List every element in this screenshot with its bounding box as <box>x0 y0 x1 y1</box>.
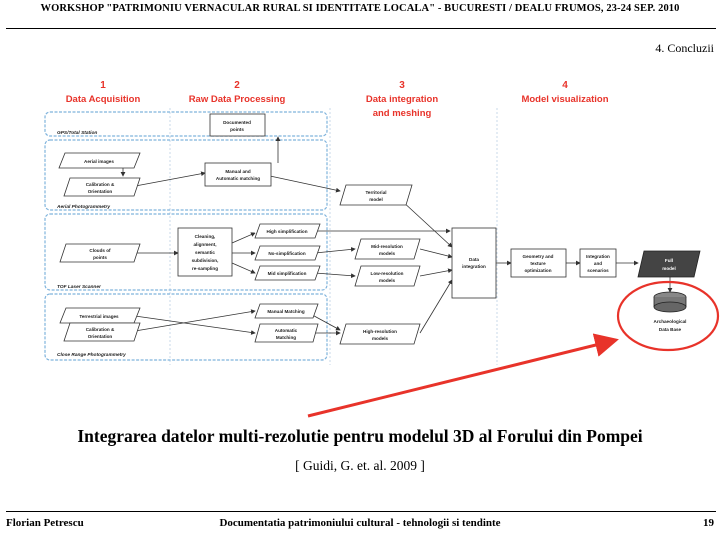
svg-text:Geometry and: Geometry and <box>523 254 554 259</box>
column-separators <box>169 108 498 365</box>
svg-text:Mid simplification: Mid simplification <box>268 271 307 276</box>
svg-text:Integration: Integration <box>586 254 610 259</box>
svg-text:subdivision,: subdivision, <box>192 258 219 263</box>
band-label-gps: GPS/Total Station <box>57 130 97 136</box>
svg-text:scenarios: scenarios <box>587 268 609 273</box>
svg-text:Manual Matching: Manual Matching <box>267 309 304 314</box>
svg-text:semantic: semantic <box>195 250 215 255</box>
svg-text:No-simplification: No-simplification <box>268 251 305 256</box>
column-title-line2: and meshing <box>373 108 432 119</box>
box-automatic-matching: Automatic Matching <box>254 323 319 343</box>
box-terrestrial-images: Terrestrial images <box>59 307 141 324</box>
footer-author: Florian Petrescu <box>6 517 84 529</box>
svg-text:texture: texture <box>530 261 546 266</box>
svg-text:Data: Data <box>469 257 479 262</box>
box-territorial-model: Territorial model <box>339 184 413 206</box>
svg-text:Mid-resolution: Mid-resolution <box>371 244 403 249</box>
band-label-aerial: Aerial Photogrammetry <box>56 204 110 210</box>
svg-text:Territorial: Territorial <box>365 190 386 195</box>
box-full-model: Full model <box>637 250 701 278</box>
svg-text:Matching: Matching <box>276 335 296 340</box>
box-high-simplification: High simplification <box>254 223 321 239</box>
svg-text:models: models <box>379 251 396 256</box>
column-title: Model visualization <box>521 94 608 105</box>
column-header-4: 4 Model visualization <box>521 80 608 105</box>
svg-text:Data Base: Data Base <box>659 327 682 332</box>
svg-text:Documented: Documented <box>223 120 251 125</box>
box-manual-auto-matching: Manual and Automatic matching <box>204 162 272 187</box>
svg-text:High-resolution: High-resolution <box>363 329 397 334</box>
svg-text:Calibration &: Calibration & <box>86 182 115 187</box>
svg-text:optimization: optimization <box>524 268 551 273</box>
box-calibration-aerial: Calibration & Orientation <box>63 177 141 197</box>
svg-text:and: and <box>594 261 602 266</box>
band-label-close-range: Close Range Photogrammetry <box>57 352 126 358</box>
section-label: 4. Concluzii <box>655 41 714 55</box>
connectors <box>120 136 673 336</box>
workflow-diagram: 1 Data Acquisition 2 Raw Data Processing… <box>44 80 720 418</box>
box-geometry-texture: Geometry and texture optimization <box>510 248 567 278</box>
column-title: Raw Data Processing <box>189 94 286 105</box>
box-aerial-images: Aerial images <box>58 152 141 169</box>
svg-text:Manual and: Manual and <box>225 169 250 174</box>
svg-text:models: models <box>379 278 396 283</box>
column-number: 3 <box>399 80 405 91</box>
box-integration-scenarios: Integration and scenarios <box>579 248 617 278</box>
svg-text:Orientation: Orientation <box>88 189 113 194</box>
box-clouds-of-points: Clouds of points <box>59 243 141 263</box>
column-header-2: 2 Raw Data Processing <box>189 80 286 105</box>
column-number: 2 <box>234 80 240 91</box>
svg-text:Automatic matching: Automatic matching <box>216 176 260 181</box>
column-title: Data Acquisition <box>66 94 141 105</box>
box-no-simplification: No-simplification <box>254 245 321 261</box>
svg-text:model: model <box>369 197 383 202</box>
header-title: WORKSHOP "PATRIMONIU VERNACULAR RURAL SI… <box>40 3 680 14</box>
column-title: Data integration <box>366 94 439 105</box>
database-cylinder-icon <box>653 291 687 313</box>
column-number: 4 <box>562 80 568 91</box>
svg-text:integration: integration <box>462 264 486 269</box>
highlight-ellipse <box>616 280 720 352</box>
footer-center-text: Documentatia patrimoniului cultural - te… <box>219 517 501 529</box>
box-data-integration: Data integration <box>451 227 497 299</box>
svg-text:Archaeological: Archaeological <box>654 319 687 324</box>
column-header-1: 1 Data Acquisition <box>66 80 141 105</box>
page-number: 19 <box>703 517 714 529</box>
svg-text:Cleaning,: Cleaning, <box>195 234 216 239</box>
svg-text:model: model <box>662 266 676 271</box>
box-mid-res-models: Mid-resolution models <box>354 238 421 260</box>
svg-text:points: points <box>230 127 244 132</box>
archaeological-db-label: Archaeological Data Base <box>654 319 687 332</box>
svg-text:Aerial images: Aerial images <box>84 159 114 164</box>
svg-text:alignment,: alignment, <box>194 242 217 247</box>
figure-caption: Integrarea datelor multi-rezolutie pentr… <box>77 426 643 446</box>
box-manual-matching: Manual Matching <box>254 303 319 319</box>
column-number: 1 <box>100 80 106 91</box>
svg-text:re-sampling: re-sampling <box>192 266 218 271</box>
box-mid-simplification: Mid simplification <box>254 265 321 281</box>
svg-text:High simplification: High simplification <box>266 229 307 234</box>
box-cleaning: Cleaning, alignment, semantic subdivisio… <box>177 227 233 277</box>
header-rule <box>6 28 716 29</box>
column-header-3: 3 Data integration and meshing <box>366 80 439 119</box>
box-high-res-models: High-resolution models <box>339 323 421 345</box>
svg-text:Automatic: Automatic <box>275 328 298 333</box>
svg-text:Clouds of: Clouds of <box>89 248 111 253</box>
svg-text:Terrestrial images: Terrestrial images <box>79 314 119 319</box>
box-documented-points: Documented points <box>209 113 266 137</box>
svg-text:Calibration &: Calibration & <box>86 327 115 332</box>
box-calibration-close: Calibration & Orientation <box>63 322 141 342</box>
svg-text:Orientation: Orientation <box>88 334 113 339</box>
svg-text:Low-resolution: Low-resolution <box>371 271 404 276</box>
box-low-res-models: Low-resolution models <box>354 265 421 287</box>
footer-rule <box>6 511 716 512</box>
svg-text:points: points <box>93 255 107 260</box>
band-label-tof: TOF Laser Scanner <box>57 284 102 290</box>
highlight-arrow <box>307 333 619 418</box>
svg-text:Full: Full <box>665 258 673 263</box>
figure-reference: [ Guidi, G. et. al. 2009 ] <box>295 458 425 473</box>
svg-text:models: models <box>372 336 389 341</box>
